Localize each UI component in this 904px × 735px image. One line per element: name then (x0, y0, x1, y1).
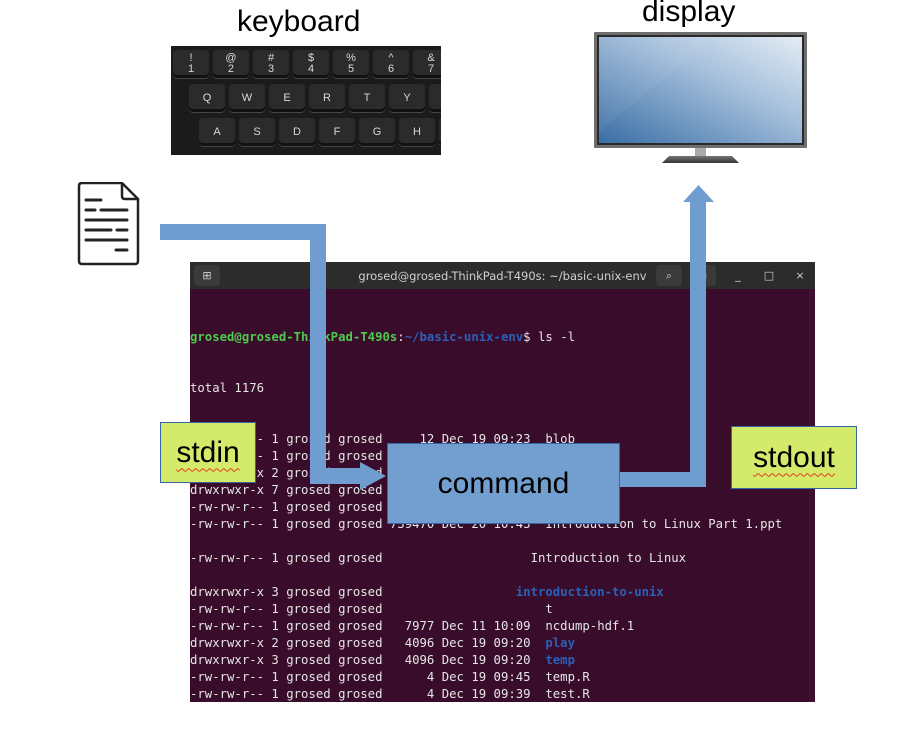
maximize-button[interactable]: □ (763, 269, 775, 282)
close-button[interactable]: × (795, 269, 805, 282)
keyboard-key: F (319, 118, 355, 146)
stdin-box: stdin (160, 422, 256, 483)
keyboard-key: W (229, 84, 265, 112)
minimize-button[interactable]: _ (735, 269, 741, 282)
stdin-label: stdin (176, 435, 240, 469)
stdout-arrow-head-icon (683, 185, 714, 202)
keyboard-key: D (279, 118, 315, 146)
keyboard-key: Q (189, 84, 225, 112)
file-listing-row (190, 567, 815, 584)
keyboard-key: # 3 (253, 50, 289, 78)
file-name: t (545, 602, 553, 616)
keyboard-key: R (309, 84, 345, 112)
keyboard-key: H (399, 118, 435, 146)
directory-name: introduction-to-unix (515, 585, 664, 599)
command-text: ls -l (537, 330, 576, 344)
file-meta: -rw-rw-r-- 1 grosed grosed (190, 602, 546, 616)
file-name: temp.R (545, 670, 590, 684)
keyboard-key: T (349, 84, 385, 112)
file-meta: drwxrwxr-x 3 grosed grosed 4096 Dec 19 0… (190, 653, 546, 667)
directory-name: play (545, 636, 575, 650)
search-icon: ⌕ (665, 268, 673, 282)
terminal-scrollbar[interactable] (809, 289, 815, 702)
terminal-title: grosed@grosed-ThinkPad-T490s: ~/basic-un… (358, 269, 647, 283)
file-meta: -rw-rw-r-- 1 grosed grosed (190, 551, 531, 565)
file-listing-row: -rw-rw-r-- 1 grosed grosed 4 Dec 19 09:3… (190, 686, 815, 702)
keyboard-key: S (239, 118, 275, 146)
prompt-user: grosed@grosed-ThinkPad-T490s (190, 330, 398, 344)
file-listing-row: -rw-rw-r-- 1 grosed grosed t (190, 601, 815, 618)
terminal-titlebar[interactable]: ⊞ grosed@grosed-ThinkPad-T490s: ~/basic-… (190, 262, 815, 289)
file-name: ncdump-hdf.1 (545, 619, 635, 633)
file-meta: -rw-rw-r-- 1 grosed grosed 4 Dec 19 09:4… (190, 670, 546, 684)
file-listing-row: drwxrwxr-x 2 grosed grosed 4096 Dec 19 0… (190, 635, 815, 652)
stdin-arrow-horizontal (160, 224, 326, 240)
file-meta: -rw-rw-r-- 1 grosed grosed 739470 Dec 20… (190, 517, 538, 531)
search-button[interactable]: ⌕ (656, 265, 682, 286)
keyboard-key: Y (389, 84, 425, 112)
stdin-arrow-into-command (310, 468, 362, 484)
keyboard-label: keyboard (237, 5, 361, 38)
prompt-separator: : (397, 330, 405, 344)
keyboard-key: @ 2 (213, 50, 249, 78)
file-name: test.R (545, 687, 590, 701)
file-meta: -rw-rw-r-- 1 grosed grosed 4 Dec 19 09:3… (190, 687, 546, 701)
prompt-path: ~/basic-unix-env (404, 330, 524, 344)
stdout-box: stdout (731, 426, 857, 489)
command-box: command (387, 443, 620, 524)
file-name: Introduction to Linux (530, 551, 687, 565)
file-listing-row: -rw-rw-r-- 1 grosed grosed 7977 Dec 11 1… (190, 618, 815, 635)
stdout-arrow-horizontal (620, 472, 706, 487)
keyboard-key: ! 1 (173, 50, 209, 78)
stdin-arrow-head-icon (360, 462, 386, 490)
keyboard-key: J (439, 118, 441, 146)
document-icon (77, 182, 140, 266)
prompt-dollar: $ (523, 330, 538, 344)
new-tab-button[interactable]: ⊞ (194, 265, 220, 286)
file-meta: drwxrwxr-x 3 grosed grosed (190, 585, 516, 599)
stdout-arrow-vertical (690, 200, 706, 487)
keyboard-key: ^ 6 (373, 50, 409, 78)
display-label: display (642, 0, 736, 28)
file-listing-row: -rw-rw-r-- 1 grosed grosed Introduction … (190, 550, 815, 567)
file-listing-row: -rw-rw-r-- 1 grosed grosed 4 Dec 19 09:4… (190, 669, 815, 686)
file-listing-row (190, 533, 815, 550)
file-listing-row: drwxrwxr-x 3 grosed grosed introduction-… (190, 584, 815, 601)
keyboard-key: A (199, 118, 235, 146)
file-meta: drwxrwxr-x 2 grosed grosed 4096 Dec 19 0… (190, 636, 546, 650)
keyboard-key: E (269, 84, 305, 112)
command-label: command (437, 466, 570, 500)
keyboard-key: U (429, 84, 441, 112)
file-meta: -rw-rw-r-- 1 grosed grosed 7977 Dec 11 1… (190, 619, 546, 633)
file-name: blob (545, 432, 575, 446)
monitor-icon (594, 32, 807, 163)
keyboard-key: & 7 (413, 50, 441, 78)
stdout-label: stdout (753, 440, 835, 474)
keyboard-photo: ! 1@ 2# 3$ 4% 5^ 6& 7* 8 QWERTYUI ASDFGH… (171, 46, 441, 155)
prompt-line: grosed@grosed-ThinkPad-T490s:~/basic-uni… (190, 329, 815, 346)
total-line: total 1176 (190, 381, 265, 395)
stdin-arrow-vertical (310, 224, 326, 484)
keyboard-key: % 5 (333, 50, 369, 78)
directory-name: temp (545, 653, 575, 667)
keyboard-key: $ 4 (293, 50, 329, 78)
file-listing-row: drwxrwxr-x 3 grosed grosed 4096 Dec 19 0… (190, 652, 815, 669)
keyboard-key: G (359, 118, 395, 146)
